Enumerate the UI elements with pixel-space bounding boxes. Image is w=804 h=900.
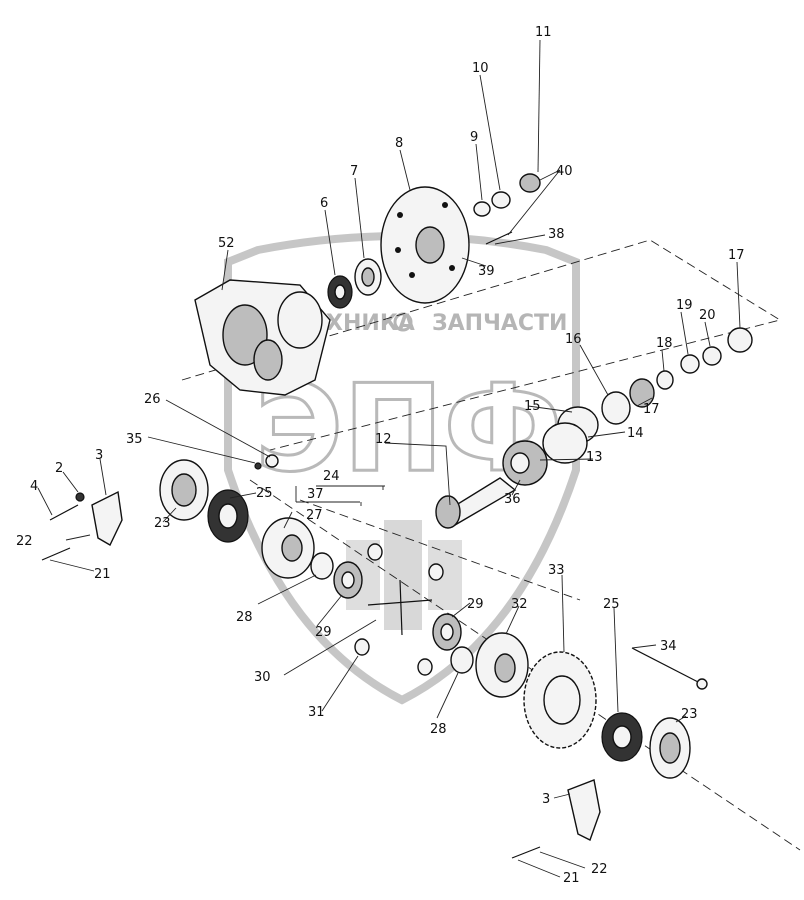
callout-7: 7 — [350, 164, 358, 179]
bolt-4 — [49, 504, 79, 521]
washer-28-right — [450, 646, 474, 674]
callout-22: 22 — [591, 862, 608, 877]
callout-19: 19 — [676, 298, 693, 313]
callout-15: 15 — [524, 399, 541, 414]
differential-housing — [194, 279, 331, 396]
callout-9: 9 — [470, 130, 478, 145]
pin-2 — [75, 492, 85, 502]
callout-12: 12 — [375, 432, 392, 447]
part-26 — [265, 454, 279, 468]
bearing-13 — [502, 440, 548, 486]
ring-14 — [542, 422, 588, 464]
callout-29: 29 — [315, 625, 332, 640]
callout-33: 33 — [548, 563, 565, 578]
seal-7 — [354, 258, 382, 296]
washer-10 — [491, 191, 511, 209]
callout-28: 28 — [430, 722, 447, 737]
callout-10: 10 — [472, 61, 489, 76]
watermark-tower-icon — [346, 520, 462, 630]
bolt-38 — [485, 231, 513, 245]
side-gear-29-right — [432, 613, 462, 651]
callout-11: 11 — [535, 25, 552, 40]
washer-19 — [680, 354, 700, 374]
callout-6: 6 — [320, 196, 328, 211]
callout-21: 21 — [94, 567, 111, 582]
callout-23: 23 — [154, 516, 171, 531]
bearing-25-left — [207, 489, 249, 543]
part-35 — [254, 462, 262, 470]
callout-30: 30 — [254, 670, 271, 685]
callout-13: 13 — [586, 450, 603, 465]
dashed-guides — [181, 239, 801, 851]
shim-16 — [601, 391, 631, 425]
callout-26: 26 — [144, 392, 161, 407]
callout-17: 17 — [643, 402, 660, 417]
callout-31: 31 — [308, 705, 325, 720]
screw-21-left — [41, 547, 71, 561]
screw-21-right — [511, 846, 541, 859]
bearing-25-right — [601, 712, 643, 762]
callout-23: 23 — [681, 707, 698, 722]
callout-28: 28 — [236, 610, 253, 625]
callout-24: 24 — [323, 469, 340, 484]
callout-20: 20 — [699, 308, 716, 323]
flange-8 — [380, 186, 470, 304]
bearing-cap-3-left — [91, 490, 123, 546]
case-half-27 — [261, 517, 315, 579]
washer-28-left — [310, 552, 334, 580]
callout-32: 32 — [511, 597, 528, 612]
callout-8: 8 — [395, 136, 403, 151]
callout-2: 2 — [55, 461, 63, 476]
adjuster-nut-23-right — [649, 717, 691, 779]
callout-25: 25 — [256, 486, 273, 501]
leader-lines — [37, 39, 741, 878]
bolt-34-head — [696, 678, 708, 690]
callout-34: 34 — [660, 639, 677, 654]
adjuster-nut-23-left — [159, 459, 209, 521]
nut-17 — [727, 327, 753, 353]
bearing-cap-3-right — [567, 779, 601, 841]
watermark-brand-right: ЗАПЧАСТИ — [432, 311, 567, 336]
callout-18: 18 — [656, 336, 673, 351]
callout-52: 52 — [218, 236, 235, 251]
ring-18 — [656, 370, 674, 390]
callout-4: 4 — [30, 479, 38, 494]
washer-9 — [473, 201, 491, 217]
callout-27: 27 — [306, 508, 323, 523]
callout-40: 40 — [556, 164, 573, 179]
case-half-32 — [475, 632, 529, 698]
callout-29: 29 — [467, 597, 484, 612]
nut-11 — [519, 173, 541, 193]
callout-25: 25 — [603, 597, 620, 612]
callout-39: 39 — [478, 264, 495, 279]
callout-3: 3 — [542, 792, 550, 807]
callout-35: 35 — [126, 432, 143, 447]
callout-16: 16 — [565, 332, 582, 347]
washer-20 — [702, 346, 722, 366]
callout-37: 37 — [307, 487, 324, 502]
callout-17: 17 — [728, 248, 745, 263]
callout-14: 14 — [627, 426, 644, 441]
callout-layer: 11 10 9 40 8 7 6 38 39 52 17 19 20 16 18 17 15 14 13 12 36 26… — [16, 25, 745, 886]
callout-22: 22 — [16, 534, 33, 549]
parts — [41, 173, 753, 859]
callout-21: 21 — [563, 871, 580, 886]
bolt-34 — [631, 647, 701, 684]
callout-38: 38 — [548, 227, 565, 242]
spider-30 — [354, 543, 444, 676]
ring-gear-33 — [523, 651, 597, 749]
side-gear-29-left — [333, 561, 363, 599]
callout-3: 3 — [95, 448, 103, 463]
bearing-6 — [327, 275, 353, 309]
callout-36: 36 — [504, 492, 521, 507]
